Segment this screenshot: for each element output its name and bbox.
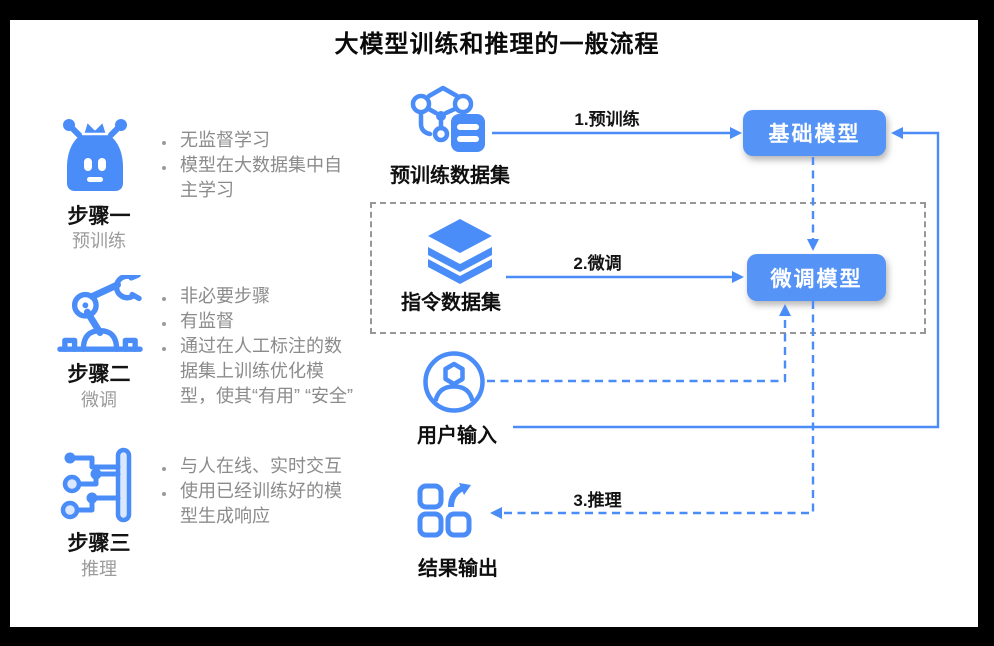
step3-title: 步骤三 xyxy=(67,532,131,555)
instruction-dataset-label: 指令数据集 xyxy=(401,292,501,314)
pretrain-dataset-label: 预训练数据集 xyxy=(390,165,510,187)
step3-subtitle: 推理 xyxy=(81,559,117,579)
bullet-item: 与人在线、实时交互 xyxy=(176,454,354,479)
bullet-item: 非必要步骤 xyxy=(176,284,354,309)
edge-label-inference: 3.推理 xyxy=(573,491,622,510)
bullet-item: 模型在大数据集中自主学习 xyxy=(176,153,354,203)
step1-subtitle: 预训练 xyxy=(72,231,126,251)
robot-arm-icon xyxy=(57,275,143,352)
robot-icon xyxy=(63,119,127,191)
edge-label-finetune: 2.微调 xyxy=(573,254,622,273)
circuit-icon xyxy=(60,447,132,523)
bullet-item: 通过在人工标注的数据集上训练优化模型，使其“有用” “安全” xyxy=(176,334,354,409)
molecule-dataset-icon xyxy=(410,85,485,152)
page-title: 大模型训练和推理的一般流程 xyxy=(334,31,660,58)
step1-title: 步骤一 xyxy=(67,205,131,228)
base-model-node: 基础模型 xyxy=(743,110,886,156)
result-output-label: 结果输出 xyxy=(418,558,498,580)
layers-icon xyxy=(428,219,492,284)
step2-bullets: 非必要步骤 有监督 通过在人工标注的数据集上训练优化模型，使其“有用” “安全” xyxy=(150,284,354,409)
step3-bullets: 与人在线、实时交互 使用已经训练好的模型生成响应 xyxy=(150,454,354,529)
output-icon xyxy=(417,483,472,538)
bullet-item: 无监督学习 xyxy=(176,128,354,153)
edge-label-pretrain: 1.预训练 xyxy=(574,110,640,129)
step1-bullets: 无监督学习 模型在大数据集中自主学习 xyxy=(150,128,354,203)
user-icon xyxy=(423,351,485,413)
step2-title: 步骤二 xyxy=(67,363,131,386)
user-input-label: 用户输入 xyxy=(417,425,497,447)
step2-subtitle: 微调 xyxy=(81,390,117,410)
finetuned-model-node: 微调模型 xyxy=(747,254,886,301)
bullet-item: 使用已经训练好的模型生成响应 xyxy=(176,479,354,529)
bullet-item: 有监督 xyxy=(176,309,354,334)
